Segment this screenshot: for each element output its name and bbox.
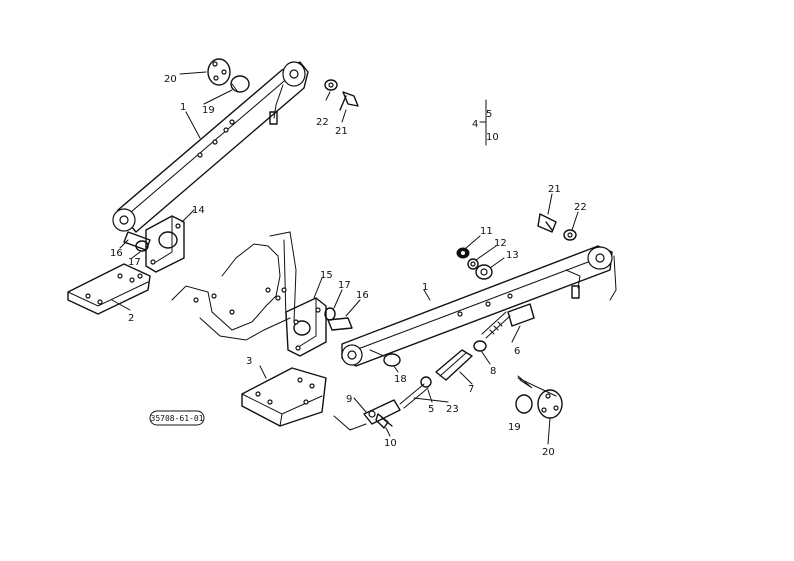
callout-17-left: 17 [128,257,141,268]
turnbuckle-7 [435,349,473,381]
callout-3: 3 [246,356,252,367]
thread-23 [399,383,429,409]
bolt-10 [375,413,393,429]
callout-23: 23 [446,404,459,415]
callout-1-top: 1 [180,102,186,113]
callout-22-top: 22 [316,117,329,128]
tractor-housing [171,231,297,341]
washer-11 [456,247,470,259]
washer-22-right [563,229,577,241]
washer-20-bottom [537,389,563,419]
callout-11: 11 [480,226,493,237]
bolt-21-right [537,213,557,233]
callout-21-top: 21 [335,126,348,137]
nut-5 [420,376,432,388]
callout-13: 13 [506,250,519,261]
stabilizer-end-6 [481,303,535,339]
callout-8: 8 [490,366,496,377]
bushing-19-top [230,75,250,93]
nut-8 [473,340,487,352]
lower-link-right [341,245,613,367]
bracket-15 [285,297,327,357]
pin-16-mid [327,317,353,331]
leader-lines [111,71,617,445]
callout-14: 14 [192,205,205,216]
callout-16-mid: 16 [356,290,369,301]
callout-20-bottom: 20 [542,447,555,458]
washer-12 [467,258,479,270]
callout-4: 4 [472,119,478,130]
retaining-chain [333,415,367,431]
plate-2 [67,263,151,315]
callout-labels: 20 19 1 22 21 14 16 17 2 4 5 10 21 22 11… [110,74,587,458]
callout-9: 9 [346,394,352,405]
nut-17-left [135,240,149,252]
plate-3 [241,367,327,427]
callout-2: 2 [128,313,134,324]
reference-code-text: 35708-61-01 [151,414,204,423]
callout-6: 6 [514,346,520,357]
callout-19-bottom: 19 [508,422,521,433]
washer-20-top [207,58,231,86]
end-9 [363,399,401,425]
callout-18: 18 [394,374,407,385]
callout-21-right: 21 [548,184,561,195]
reference-code-badge: 35708-61-01 [149,410,205,426]
callout-20-top: 20 [164,74,177,85]
callout-17-mid: 17 [338,280,351,291]
bolt-21-top [339,91,359,111]
callout-10: 10 [384,438,397,449]
callout-5: 5 [428,404,434,415]
washer-22-top [324,79,338,91]
callout-5-group: 5 [486,109,492,120]
bracket-14 [145,215,185,273]
bushing-19-bottom [515,394,533,414]
callout-10-group: 10 [486,132,499,143]
callout-1-right: 1 [422,282,428,293]
callout-15: 15 [320,270,333,281]
callout-22-right: 22 [574,202,587,213]
callout-16-left: 16 [110,248,123,259]
callout-19-top: 19 [202,105,215,116]
lower-link-left [112,61,309,233]
callout-7: 7 [468,384,474,395]
callout-12: 12 [494,238,507,249]
pin-18 [369,349,401,367]
bushing-13 [475,264,493,280]
